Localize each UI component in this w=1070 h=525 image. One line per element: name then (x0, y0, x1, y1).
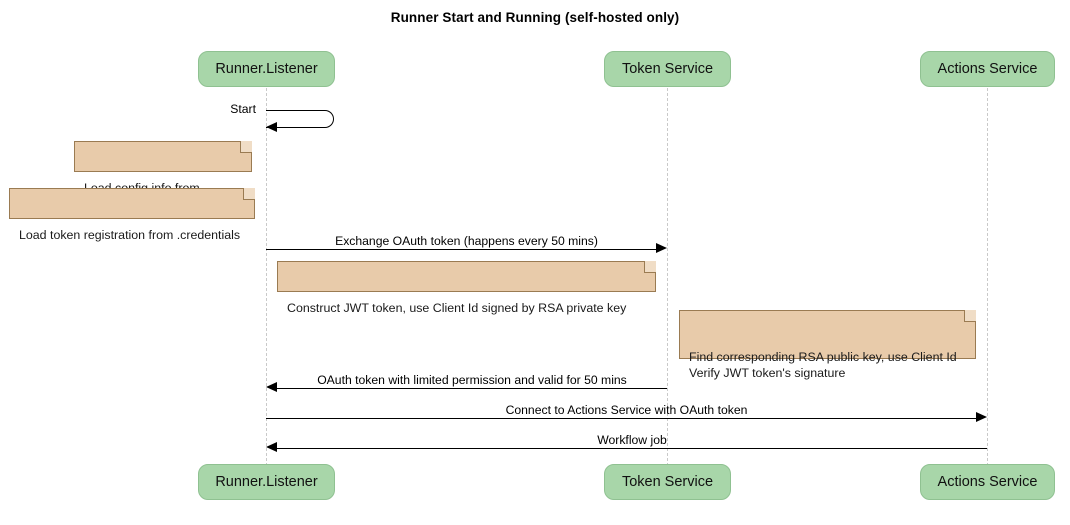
participant-token-top[interactable]: Token Service (604, 51, 731, 87)
message-arrowhead-connect (976, 412, 987, 422)
message-label-start: Start (230, 102, 256, 116)
message-line-oauth-token (277, 388, 667, 389)
note-load-credentials: Load token registration from .credential… (9, 188, 255, 242)
message-label-workflow-job: Workflow job (597, 433, 667, 447)
lifeline-actions (987, 88, 988, 466)
note-text: Construct JWT token, use Client Id signe… (287, 301, 627, 315)
participant-label: Token Service (621, 61, 714, 77)
participant-runner-top[interactable]: Runner.Listener (198, 51, 335, 87)
diagram-title: Runner Start and Running (self-hosted on… (390, 10, 680, 25)
message-arrowhead-start (266, 122, 277, 132)
participant-label: Token Service (621, 474, 714, 490)
message-arrowhead-workflow-job (266, 442, 277, 452)
participant-label: Runner.Listener (215, 474, 318, 490)
participant-label: Actions Service (937, 474, 1038, 490)
note-fold-corner-icon (240, 141, 252, 153)
participant-token-bottom[interactable]: Token Service (604, 464, 731, 500)
note-construct-jwt: Construct JWT token, use Client Id signe… (277, 261, 656, 315)
message-label-connect: Connect to Actions Service with OAuth to… (505, 403, 748, 417)
participant-label: Runner.Listener (215, 61, 318, 77)
participant-label: Actions Service (937, 61, 1038, 77)
note-text: Find corresponding RSA public key, use C… (689, 350, 957, 380)
lifeline-runner (266, 88, 267, 466)
message-line-exchange (266, 249, 656, 250)
participant-runner-bottom[interactable]: Runner.Listener (198, 464, 335, 500)
message-self-loop-start (266, 110, 334, 128)
participant-actions-top[interactable]: Actions Service (920, 51, 1055, 87)
lifeline-token (667, 88, 668, 466)
note-verify-signature: Find corresponding RSA public key, use C… (679, 310, 976, 380)
message-line-workflow-job (277, 448, 987, 449)
note-fold-corner-icon (644, 261, 656, 273)
message-arrowhead-exchange (656, 243, 667, 253)
note-fold-corner-icon (964, 310, 976, 322)
message-label-exchange: Exchange OAuth token (happens every 50 m… (335, 234, 598, 248)
note-fold-corner-icon (243, 188, 255, 200)
message-line-connect (266, 418, 976, 419)
note-text: Load token registration from .credential… (19, 228, 241, 242)
message-arrowhead-oauth-token (266, 382, 277, 392)
participant-actions-bottom[interactable]: Actions Service (920, 464, 1055, 500)
note-load-config: Load config info from .runner (74, 141, 252, 211)
message-label-oauth-token: OAuth token with limited permission and … (317, 373, 627, 387)
